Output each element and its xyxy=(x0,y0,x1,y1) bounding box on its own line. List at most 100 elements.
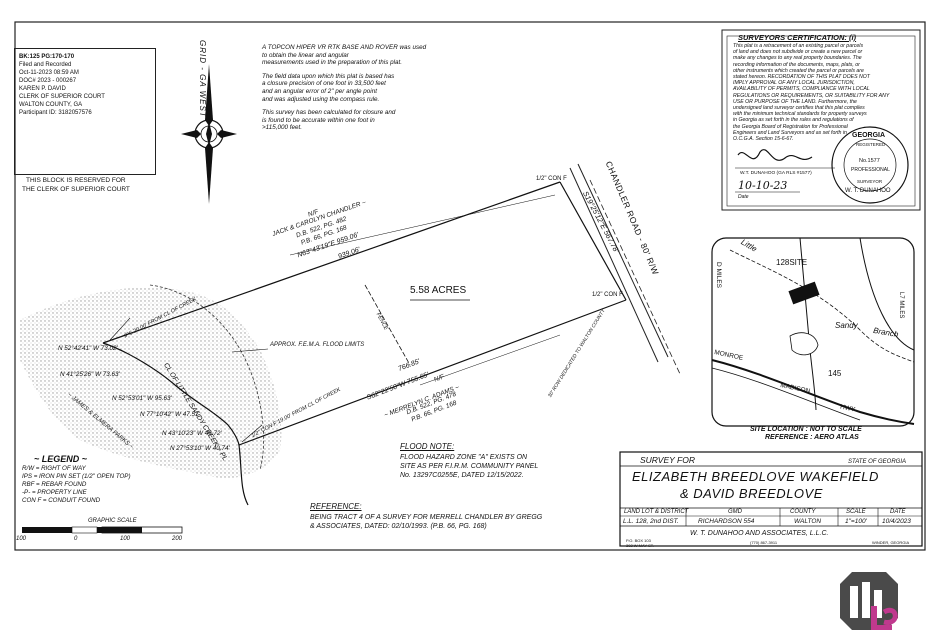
ips-top-leader xyxy=(109,317,131,341)
sheet-border xyxy=(14,21,926,551)
flood-note-title: FLOOD NOTE: xyxy=(400,442,455,451)
cert-line: AVAILABILITY OF PERMITS, COMPLIANCE WITH… xyxy=(733,86,870,93)
creek-call: N 77°10'42" W 47.57' xyxy=(140,411,200,418)
creek-call: N 52°42'41" W 73.02' xyxy=(58,345,118,352)
map-road-right xyxy=(859,237,915,351)
signature-scribble xyxy=(737,149,813,161)
certification-title: SURVEYORS CERTIFICATION: (i) xyxy=(738,33,857,42)
note-line: >115,000 feet. xyxy=(262,124,302,132)
firm-address-1: P.O. BOX 103 xyxy=(626,538,651,543)
map-label-site: 128SITE xyxy=(776,258,808,267)
recording-line: Oct-11-2023 08:59 AM xyxy=(19,70,79,76)
fema-leader xyxy=(231,348,269,353)
note-line: to obtain the linear and angular xyxy=(262,51,349,59)
chandler-road-east-edge xyxy=(577,163,669,358)
fema-flood-limit-line xyxy=(149,284,264,471)
note-line: and an angular error of 2" per angle poi… xyxy=(262,87,377,95)
client-name-2: & DAVID BREEDLOVE xyxy=(680,486,823,501)
flood-note-line: SITE AS PER F.I.R.M. COMMUNITY PANEL xyxy=(400,463,539,470)
scale-tick: 100 xyxy=(16,536,27,542)
legend-item: IPS = IRON PIN SET (1/2" OPEN TOP) xyxy=(22,473,131,480)
chandler-road-west-edge xyxy=(569,167,659,363)
header-scale: SCALE xyxy=(846,509,866,515)
cert-line: O.C.G.A. Section 15-6-67. xyxy=(733,136,794,143)
cert-line: of land and does not subdivide or create… xyxy=(733,49,863,56)
map-label-sandy: Sandy xyxy=(835,321,858,330)
cert-line: make any changes to any real property bo… xyxy=(733,55,862,62)
seal-surveyor: SURVEYOR xyxy=(857,179,883,184)
note-line: A TOPCON HIPER VR RTK BASE AND ROVER was… xyxy=(262,44,427,51)
note-line: measurements used in the preparation of … xyxy=(262,59,403,67)
map-lake xyxy=(789,332,819,356)
header-county: COUNTY xyxy=(790,509,816,515)
recording-line: DOC# 2023 - 000267 xyxy=(19,78,77,84)
graphic-scale-bar xyxy=(22,526,183,534)
note-line: a closure precision of one foot in 33,50… xyxy=(262,80,386,88)
map-site-hatch xyxy=(788,281,820,305)
header-gmd: GMD xyxy=(728,509,742,515)
note-line: and was adjusted using the compass rule. xyxy=(262,95,380,103)
seal-inner-ring xyxy=(843,138,897,192)
seal-registered: REGISTERED xyxy=(856,142,886,147)
scale-tick: 100 xyxy=(120,536,131,542)
signer-name: W.T. DUNAHOO (GA RLS #1577) xyxy=(740,171,812,176)
header-land-lot: LAND LOT & DISTRICT xyxy=(624,509,689,515)
cert-line: other instruments which created the parc… xyxy=(733,67,864,74)
south-boundary-line xyxy=(238,299,627,446)
value-county: WALTON xyxy=(794,518,822,525)
scale-tick: 0 xyxy=(74,536,78,542)
value-date: 10/4/2023 xyxy=(882,518,911,525)
legend-item: -P- = PROPERTY LINE xyxy=(22,489,87,496)
header-date: DATE xyxy=(890,509,906,515)
recording-line: KAREN P. DAVID xyxy=(19,86,66,92)
reserved-note-2: THE CLERK OF SUPERIOR COURT xyxy=(22,186,130,193)
firm-name: W. T. DUNAHOO AND ASSOCIATES, L.L.C. xyxy=(690,530,829,537)
creek-call: N 41°25'26" W 73.63' xyxy=(60,371,120,378)
reserved-note-1: THIS BLOCK IS RESERVED FOR xyxy=(26,177,126,184)
chandler-road-row-line xyxy=(589,179,681,375)
creek-call: N 52°53'01" W 95.63' xyxy=(112,395,172,402)
value-scale: 1"=100' xyxy=(845,518,867,525)
map-label-d-miles: D MILES xyxy=(715,262,722,289)
cert-line: recording information of the documents, … xyxy=(733,61,860,68)
state-label: STATE OF GEORGIA xyxy=(848,459,907,465)
cert-line: This plat is a retracement of an existin… xyxy=(733,43,864,49)
reference-title: REFERENCE: xyxy=(310,502,362,511)
cert-line: REGULATIONS OR REQUIREMENTS, OR SUITABIL… xyxy=(733,92,890,99)
flood-note-line: No. 13297C0255E, DATED 12/15/2022. xyxy=(400,472,524,479)
recording-line: BK:125 PG:170-170 xyxy=(19,54,75,60)
recording-line: WALTON COUNTY, GA xyxy=(19,102,83,108)
recording-line: Filed and Recorded xyxy=(19,62,72,68)
recording-line: Participant ID: 3182057576 xyxy=(19,110,92,116)
map-label-145: 145 xyxy=(828,369,842,378)
ips-bottom-leader xyxy=(241,424,263,443)
creek-call: N 43°10'23" W 46.72' xyxy=(162,430,222,437)
south-dimension-line xyxy=(419,334,561,386)
signature-date: 10-10-23 xyxy=(738,179,788,192)
acreage-label: 5.58 ACRES xyxy=(410,285,467,296)
recording-block: BK:125 PG:170-170 Filed and Recorded Oct… xyxy=(14,48,156,175)
note-line: This survey has been calculated for clos… xyxy=(262,109,396,117)
legend-item: CON F = CONDUIT FOUND xyxy=(22,497,101,504)
title-block-frame xyxy=(619,451,923,547)
cert-line: with the minimum technical standards for… xyxy=(733,111,867,118)
cert-line: IMPLY APPROVAL OF ANY LOCAL JURISDICTION… xyxy=(733,80,855,87)
graphic-scale-title: GRAPHIC SCALE xyxy=(88,518,137,524)
north-arrow-icon xyxy=(181,64,237,204)
seal-state: GEORGIA xyxy=(852,132,886,139)
reference-line-1: BEING TRACT 4 OF A SURVEY FOR MERRELL CH… xyxy=(310,514,543,521)
creek-centerline xyxy=(102,342,249,506)
scale-tick: 200 xyxy=(172,536,183,542)
note-line: The field data upon which this plat is b… xyxy=(262,72,395,80)
map-label-right-road: L7 MILES xyxy=(898,292,904,319)
certification-inner-box xyxy=(726,35,916,207)
east-boundary-line xyxy=(559,181,627,301)
firm-city: WINDER, GEORGIA xyxy=(872,540,910,545)
north-boundary-line xyxy=(102,181,561,344)
flood-zone-shading xyxy=(20,287,282,479)
reference-line-2: & ASSOCIATES, DATED: 02/10/1993. (P.B. 6… xyxy=(310,523,487,530)
map-road-madison xyxy=(711,359,915,425)
north-dimension-line xyxy=(289,194,556,256)
creek-call: N 27°53'10" W 40.74' xyxy=(170,445,230,452)
